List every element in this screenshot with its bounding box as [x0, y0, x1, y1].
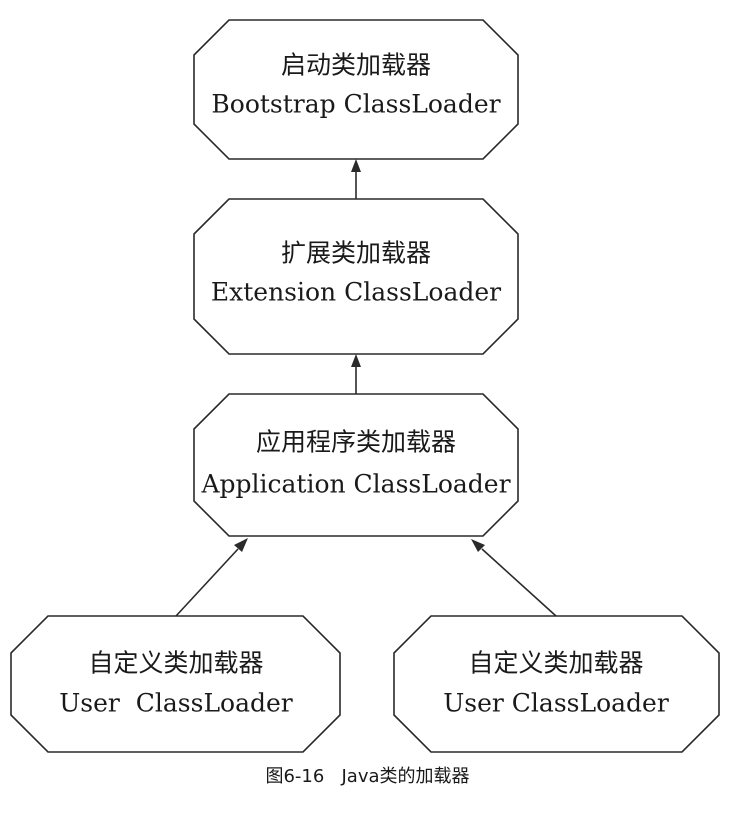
node-extension-subtitle: Extension ClassLoader — [211, 278, 501, 307]
node-user-classloader-left: 自定义类加载器 User ClassLoader — [10, 615, 341, 753]
node-bootstrap-classloader: 启动类加载器 Bootstrap ClassLoader — [193, 19, 519, 160]
edge-user-right-to-application — [471, 539, 557, 617]
node-user-classloader-right: 自定义类加载器 User ClassLoader — [393, 615, 720, 753]
node-user-right-subtitle: User ClassLoader — [443, 689, 669, 718]
node-user-left-title: 自定义类加载器 — [88, 649, 263, 678]
node-user-right-title: 自定义类加载器 — [468, 649, 643, 678]
node-extension-classloader: 扩展类加载器 Extension ClassLoader — [193, 198, 519, 355]
node-application-title: 应用程序类加载器 — [256, 428, 456, 457]
node-bootstrap-title: 启动类加载器 — [281, 51, 431, 80]
figure-caption: 图6-16 Java类的加载器 — [265, 766, 470, 787]
edge-application-to-extension — [351, 354, 361, 394]
node-bootstrap-subtitle: Bootstrap ClassLoader — [211, 90, 500, 119]
edge-extension-to-bootstrap — [351, 159, 361, 199]
node-application-classloader: 应用程序类加载器 Application ClassLoader — [193, 393, 519, 537]
edge-user-left-to-application — [175, 538, 248, 617]
node-extension-title: 扩展类加载器 — [281, 239, 431, 268]
node-user-left-subtitle: User ClassLoader — [59, 689, 293, 718]
node-application-subtitle: Application ClassLoader — [200, 470, 510, 499]
